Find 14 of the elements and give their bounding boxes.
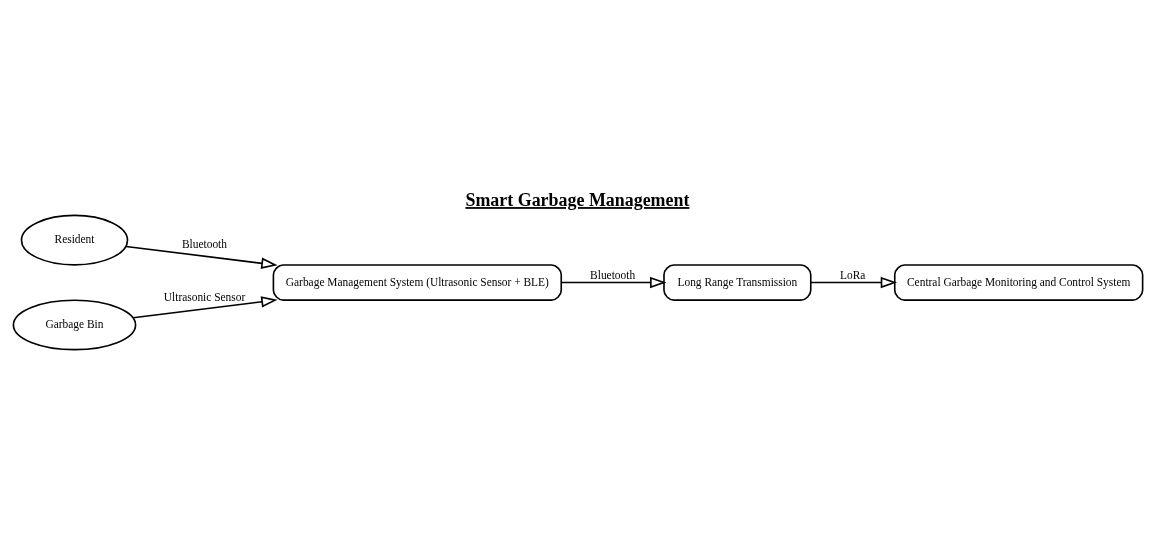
arrow <box>560 276 667 289</box>
node-box: Long Range Transmission <box>663 264 812 301</box>
node-box: Garbage Management System (Ultrasonic Sensor + BLE) <box>272 264 563 301</box>
edge-label: Bluetooth <box>590 269 636 282</box>
edge-label: Bluetooth <box>182 238 228 251</box>
arrow <box>132 296 278 319</box>
arrow <box>810 276 898 289</box>
node-box: Central Garbage Monitoring and Control System <box>893 264 1144 301</box>
node-ellipse: Resident <box>20 214 129 266</box>
node-ellipse: Garbage Bin <box>12 299 137 351</box>
diagram-title: Smart Garbage Management <box>465 190 690 211</box>
edge-label: LoRa <box>840 269 866 282</box>
edge-label: Ultrasonic Sensor <box>163 291 246 304</box>
arrow <box>125 245 278 269</box>
